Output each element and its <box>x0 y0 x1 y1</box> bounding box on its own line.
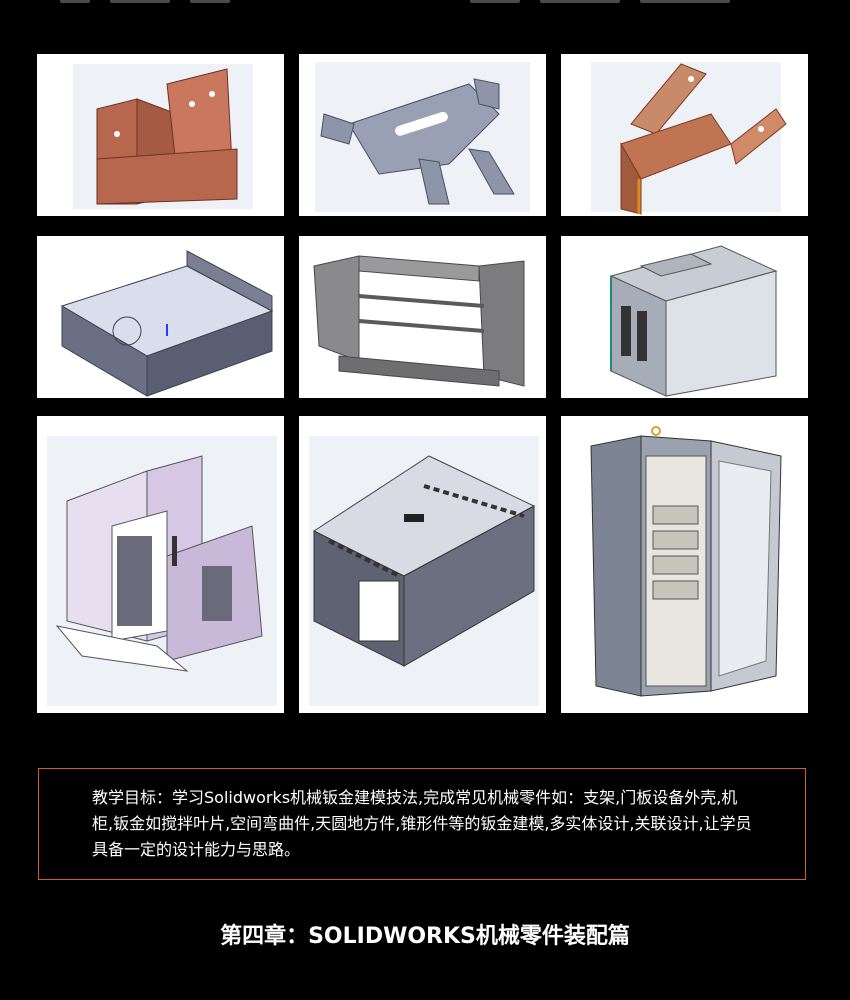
frame-weldment-illustration <box>299 236 546 398</box>
gallery-image-vented-cabinet-housing <box>299 416 546 713</box>
teaching-goal-text: 教学目标：学习Solidworks机械钣金建模技法,完成常见机械零件如：支架,门… <box>92 788 752 859</box>
gallery-image-steel-frame-weldment <box>299 236 546 398</box>
gallery-image-electrical-control-cabinet <box>561 416 808 713</box>
gallery-image-sheet-metal-tray-box <box>37 236 284 398</box>
gallery-image-machine-enclosure-shell <box>37 416 284 713</box>
gallery-image-equipment-cabinet-frame <box>561 236 808 398</box>
copper-busbar-illustration <box>561 54 808 216</box>
control-cabinet-illustration <box>561 416 808 713</box>
top-strip-fragment <box>0 0 850 6</box>
teaching-goal-box: 教学目标：学习Solidworks机械钣金建模技法,完成常见机械零件如：支架,门… <box>38 768 806 880</box>
gallery-image-steel-mounting-bracket <box>299 54 546 216</box>
gallery-image-copper-bent-busbar <box>561 54 808 216</box>
steel-bracket-illustration <box>299 54 546 216</box>
machine-enclosure-illustration <box>37 416 284 713</box>
tray-box-illustration <box>37 236 284 398</box>
vented-cabinet-illustration <box>299 416 546 713</box>
copper-bracket-illustration <box>37 54 284 216</box>
chapter-title: 第四章：SOLIDWORKS机械零件装配篇 <box>220 924 630 949</box>
cabinet-frame-illustration <box>561 236 808 398</box>
gallery-image-copper-bracket <box>37 54 284 216</box>
